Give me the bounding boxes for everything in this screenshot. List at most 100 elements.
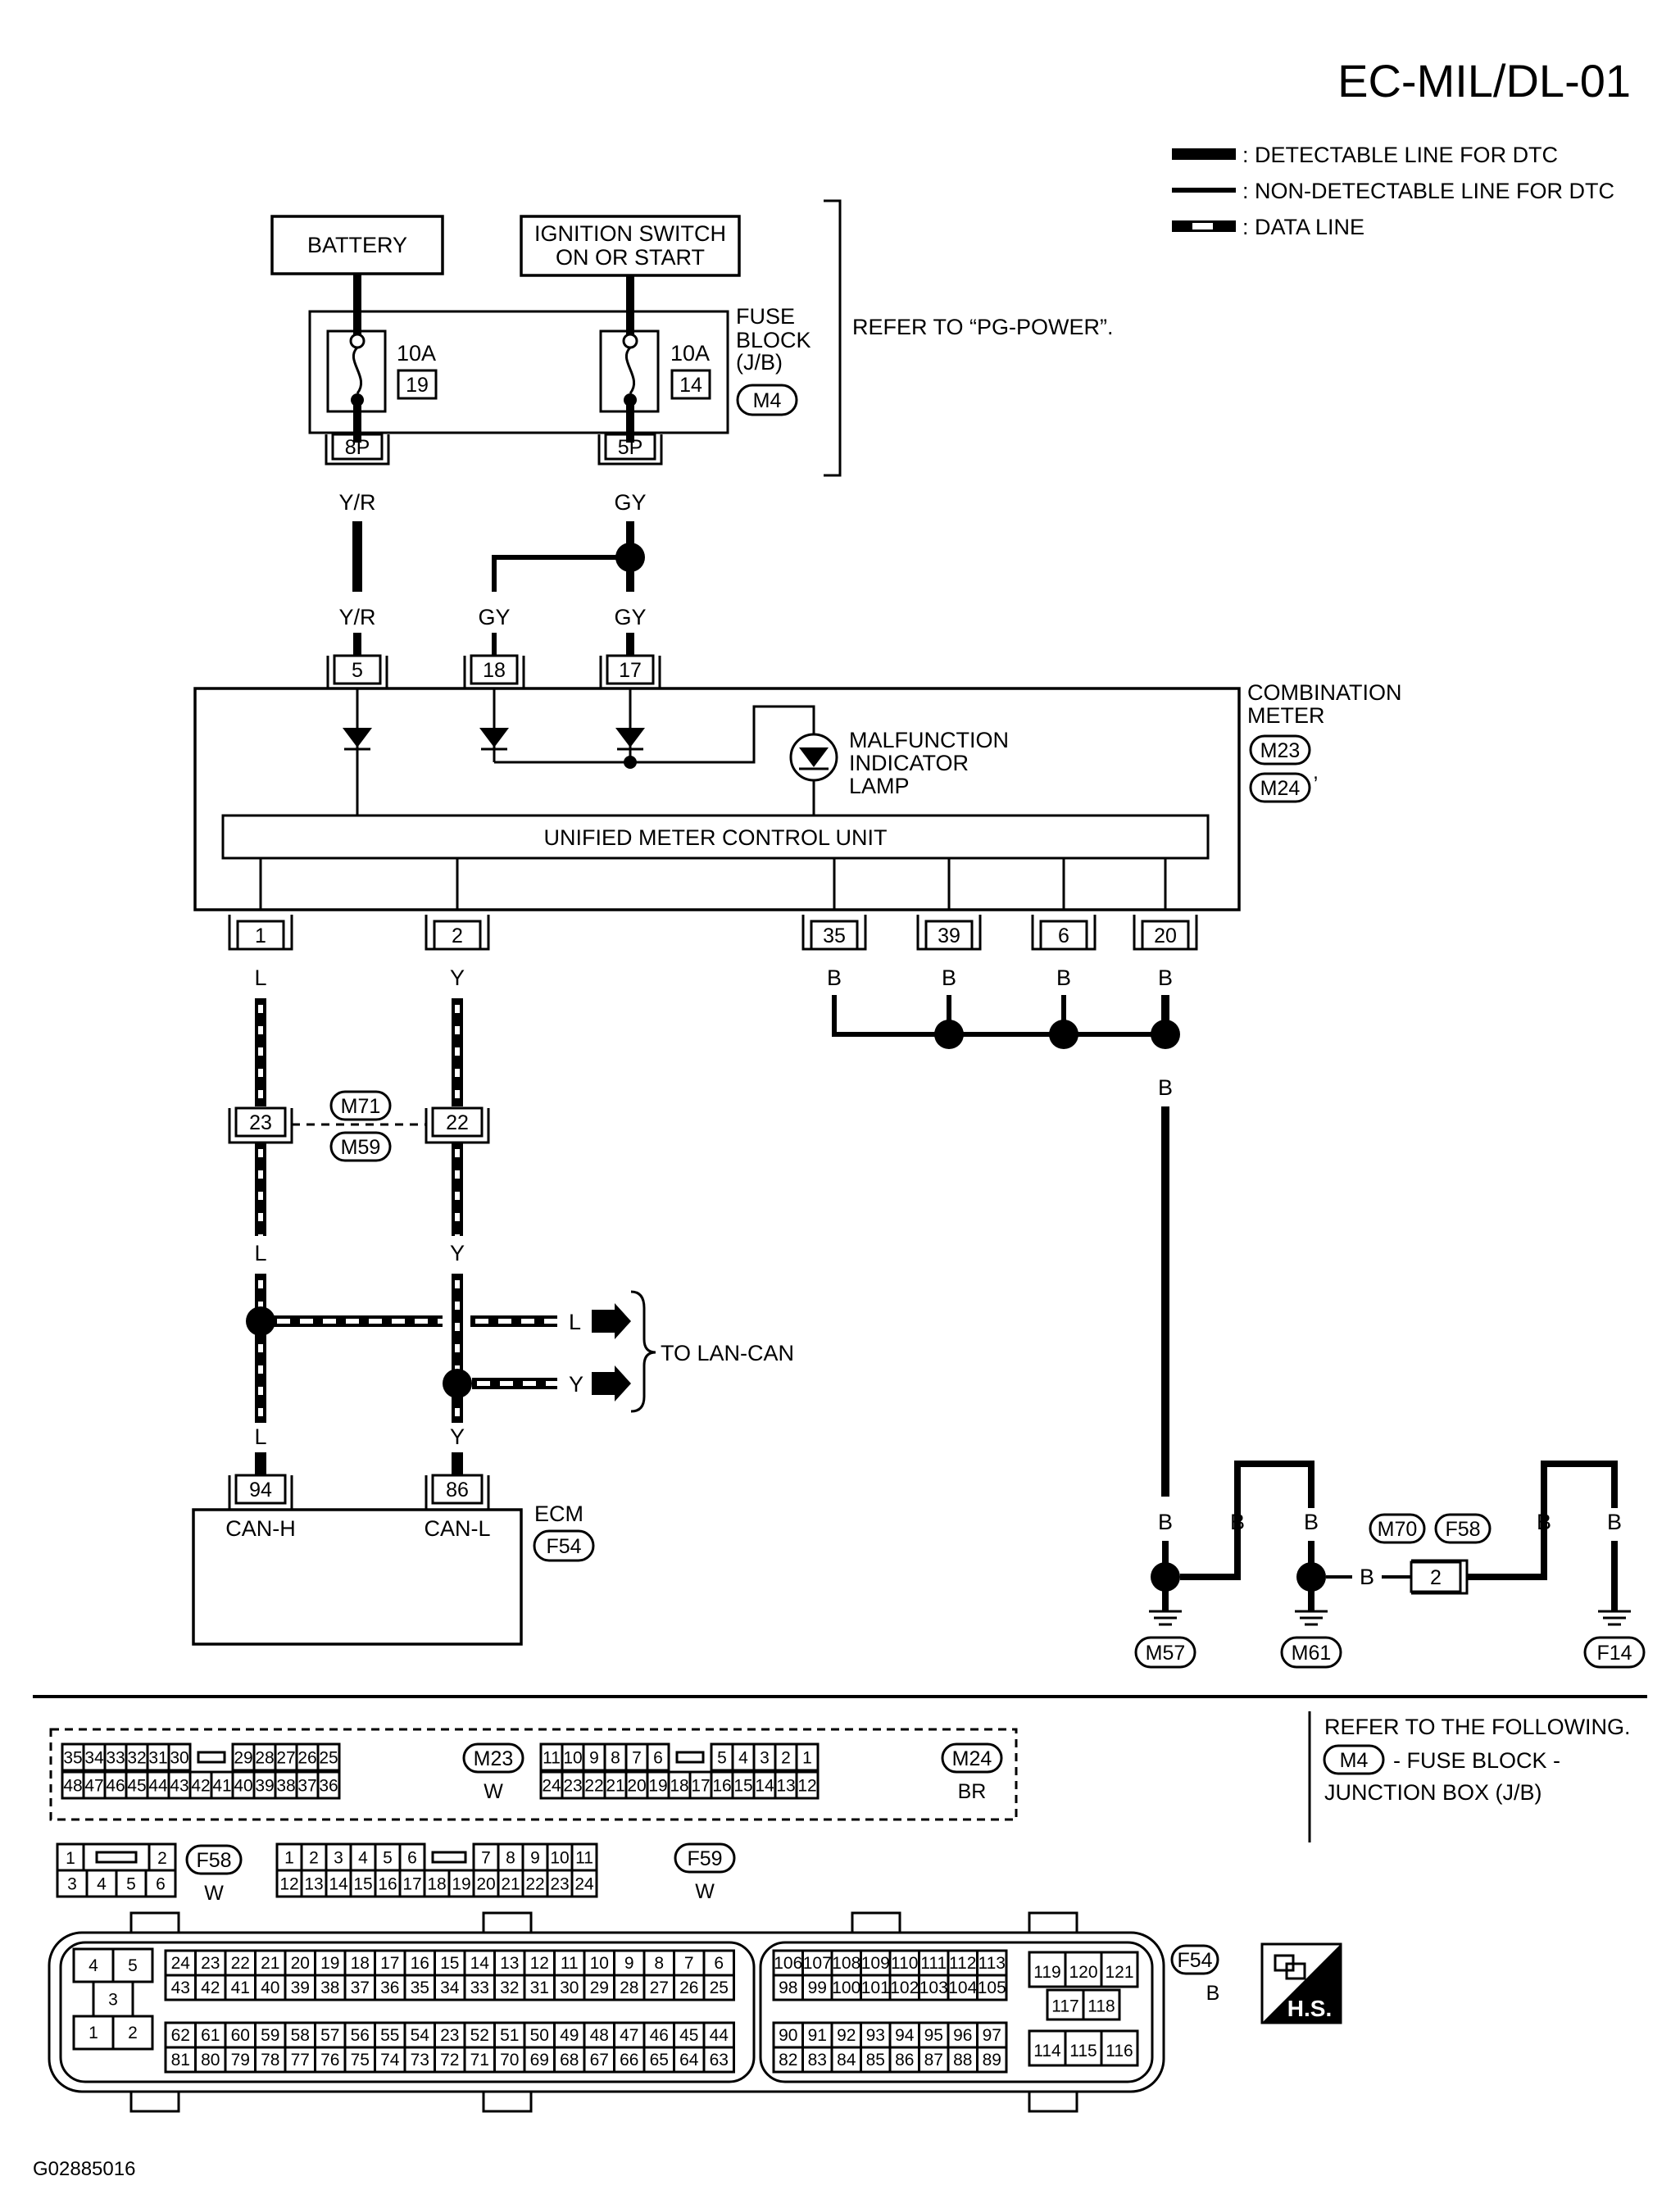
- unified-meter-control-unit: UNIFIED METER CONTROL UNIT: [543, 825, 887, 850]
- svg-text:36: 36: [380, 1979, 399, 1997]
- svg-text:B: B: [1158, 965, 1173, 990]
- meter-pin-18: 18: [463, 654, 525, 690]
- svg-text:26: 26: [297, 1749, 316, 1768]
- svg-text:34: 34: [440, 1979, 460, 1997]
- svg-text:11: 11: [543, 1749, 561, 1768]
- ignition-switch-label: IGNITION SWITCH: [534, 221, 726, 246]
- svg-text:110: 110: [891, 1954, 918, 1973]
- svg-text:H.S.: H.S.: [1287, 1996, 1332, 2021]
- svg-text:101: 101: [861, 1979, 890, 1997]
- svg-text:Y/R: Y/R: [338, 490, 375, 515]
- fuse-block-conn: M4: [753, 389, 782, 412]
- svg-text:6: 6: [653, 1749, 663, 1768]
- svg-text:24: 24: [574, 1875, 594, 1894]
- svg-text:11: 11: [561, 1954, 579, 1973]
- svg-text:67: 67: [590, 2051, 609, 2069]
- svg-text:,: ,: [1313, 761, 1319, 784]
- svg-text:23: 23: [201, 1954, 220, 1973]
- svg-text:22: 22: [446, 1111, 469, 1134]
- to-lan-can: TO LAN-CAN: [661, 1341, 794, 1365]
- svg-text:22: 22: [584, 1777, 603, 1796]
- svg-text:18: 18: [670, 1777, 688, 1796]
- svg-text:(J/B): (J/B): [736, 350, 783, 375]
- svg-text:45: 45: [127, 1777, 146, 1796]
- ground-circuit: B B B B B B 2 M70 F58 M57: [1134, 1461, 1646, 1669]
- svg-text:41: 41: [212, 1777, 231, 1796]
- svg-text:64: 64: [679, 2051, 699, 2069]
- svg-text:6: 6: [407, 1849, 417, 1868]
- svg-text:Y: Y: [450, 1241, 465, 1265]
- svg-text:B: B: [1607, 1510, 1622, 1534]
- svg-text:109: 109: [861, 1954, 890, 1973]
- svg-text:8: 8: [654, 1954, 664, 1973]
- svg-text:7: 7: [632, 1749, 642, 1768]
- svg-text:M4: M4: [1340, 1749, 1369, 1772]
- svg-text:39: 39: [291, 1979, 310, 1997]
- svg-text:96: 96: [953, 2026, 972, 2045]
- svg-text:1: 1: [802, 1749, 812, 1768]
- svg-text:65: 65: [650, 2051, 669, 2069]
- svg-text:GY: GY: [614, 605, 646, 629]
- harness-side-badge: H.S.: [1260, 1942, 1342, 2024]
- svg-text:10: 10: [563, 1749, 582, 1768]
- svg-text:42: 42: [201, 1979, 220, 1997]
- meter-pin-35: 35: [801, 915, 867, 951]
- svg-text:11: 11: [575, 1849, 593, 1868]
- svg-text:19: 19: [648, 1777, 667, 1796]
- svg-text:10: 10: [590, 1954, 609, 1973]
- svg-text:37: 37: [297, 1777, 316, 1796]
- svg-text:17: 17: [691, 1777, 710, 1796]
- svg-text:58: 58: [291, 2026, 310, 2045]
- svg-text:99: 99: [808, 1979, 827, 1997]
- svg-text:59: 59: [261, 2026, 279, 2045]
- svg-text:6: 6: [1058, 925, 1069, 947]
- svg-text:M24: M24: [952, 1747, 992, 1770]
- svg-text:Y: Y: [450, 1424, 465, 1449]
- svg-text:69: 69: [530, 2051, 549, 2069]
- ground-icon: [1598, 1610, 1631, 1626]
- ecm-conn: F54: [546, 1535, 581, 1558]
- svg-text:55: 55: [380, 2026, 399, 2045]
- svg-text:GY: GY: [614, 490, 646, 515]
- meter-pin-5: 5: [326, 654, 388, 690]
- can-l-label: CAN-L: [424, 1516, 490, 1541]
- svg-text:23: 23: [249, 1111, 272, 1134]
- svg-text:B: B: [1158, 1510, 1173, 1534]
- svg-text:32: 32: [127, 1749, 146, 1768]
- svg-text:20: 20: [627, 1777, 646, 1796]
- svg-text:31: 31: [530, 1979, 549, 1997]
- svg-text:7: 7: [481, 1849, 491, 1868]
- svg-text:27: 27: [276, 1749, 295, 1768]
- svg-text:72: 72: [440, 2051, 459, 2069]
- ground-icon: [1149, 1610, 1182, 1626]
- svg-text:4: 4: [738, 1749, 748, 1768]
- ignition-switch-state: ON OR START: [556, 245, 705, 270]
- svg-text:17: 17: [619, 659, 642, 682]
- svg-text:16: 16: [378, 1875, 397, 1894]
- pin-8p: 8P: [345, 436, 370, 459]
- svg-text:42: 42: [191, 1777, 210, 1796]
- svg-text:95: 95: [924, 2026, 943, 2045]
- svg-text:29: 29: [234, 1749, 252, 1768]
- svg-text:20: 20: [1154, 925, 1177, 947]
- svg-text:BR: BR: [958, 1780, 987, 1803]
- svg-text:50: 50: [530, 2026, 549, 2045]
- svg-text:52: 52: [470, 2026, 489, 2045]
- meter-conn-m24: M24: [1260, 777, 1301, 800]
- svg-text:73: 73: [411, 2051, 429, 2069]
- svg-text:23: 23: [550, 1875, 569, 1894]
- svg-text:W: W: [484, 1780, 503, 1803]
- svg-text:94: 94: [249, 1479, 272, 1502]
- svg-text:2: 2: [1430, 1566, 1442, 1589]
- svg-text:114: 114: [1033, 2042, 1061, 2060]
- svg-text:79: 79: [231, 2051, 250, 2069]
- svg-text:24: 24: [542, 1777, 561, 1796]
- svg-text:71: 71: [470, 2051, 489, 2069]
- svg-text:F59: F59: [687, 1847, 722, 1870]
- svg-text:F58: F58: [1445, 1518, 1480, 1541]
- svg-text:49: 49: [560, 2026, 579, 2045]
- svg-text:2: 2: [781, 1749, 791, 1768]
- svg-text:6: 6: [156, 1875, 166, 1894]
- svg-text:103: 103: [919, 1979, 948, 1997]
